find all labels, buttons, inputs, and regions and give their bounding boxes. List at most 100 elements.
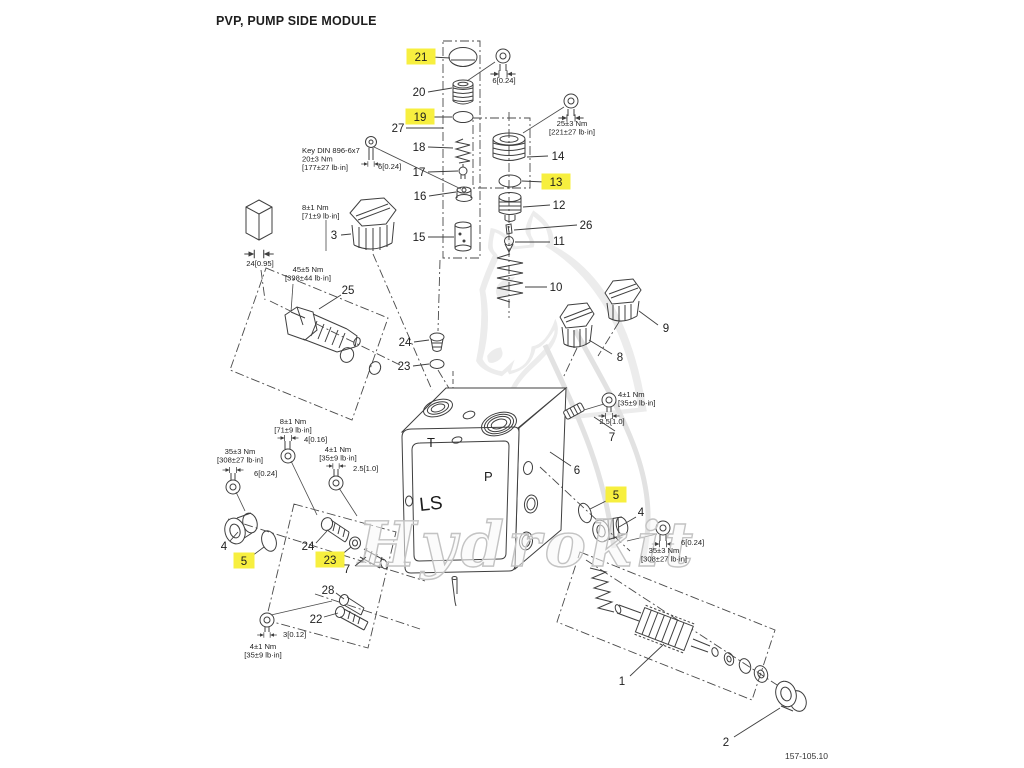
torque-4nm-right-line-2: [35±9 lb·in]	[618, 398, 656, 407]
part-poppet-17	[458, 164, 468, 179]
hex-key	[243, 199, 275, 301]
center-column-assembly	[442, 40, 481, 259]
left-assembly	[222, 434, 426, 649]
part-oring-19	[452, 111, 474, 123]
part-poppet-11	[504, 236, 514, 254]
part-callout-4: 4	[221, 541, 228, 553]
dim-25-right-line-1: 2.5[1.0]	[599, 417, 624, 426]
highlight-13	[541, 173, 571, 190]
torque-8nm-plug3-line-1: 8±1 Nm	[302, 203, 329, 212]
part-cap-2	[775, 680, 807, 712]
torque-8nm-left-line-2: [71±9 lb·in]	[274, 425, 312, 434]
torque-4nm-bottom-line-1: 4±1 Nm	[250, 642, 277, 651]
highlight-19	[405, 108, 435, 125]
part-callout-20: 20	[413, 87, 426, 99]
highlight-5	[233, 552, 255, 569]
mid-screw-24-oring-23	[429, 259, 451, 391]
part-callout-15: 15	[413, 232, 426, 244]
part-cartridge-14	[492, 132, 526, 161]
torque-45nm-line-2: [398±44 lb·in]	[285, 273, 331, 282]
screw-4nm-bottom	[256, 600, 333, 639]
right-plug-assembly	[578, 502, 675, 548]
callout-leader-28	[335, 592, 345, 600]
part-callout-16: 16	[414, 191, 427, 203]
part-callout-7: 7	[344, 564, 350, 576]
callout-leader-3	[340, 233, 352, 236]
screw-top	[466, 48, 517, 82]
callout-leader-5	[589, 499, 609, 510]
part-oring-13	[498, 174, 522, 188]
part-callout-7: 7	[609, 432, 615, 444]
plug-9	[597, 278, 642, 357]
port-label-ls: LS	[418, 493, 443, 516]
highlight-5	[605, 486, 627, 503]
part-needle-below-body	[451, 576, 458, 607]
dim-6024-right-line-1: 6[0.24]	[681, 538, 704, 547]
part-screw-22	[334, 606, 369, 631]
callout-leader-6	[549, 451, 572, 467]
annotations-layer: 2120192718171615141312261110983252423675…	[217, 48, 781, 749]
part-callout-18: 18	[413, 142, 426, 154]
part-oring-23-mid	[429, 359, 445, 369]
part-callout-24: 24	[399, 337, 412, 349]
highlight-23	[315, 551, 345, 568]
screw-8nm-left	[277, 434, 318, 516]
torque-key-din-line-3: [177±27 lb·in]	[302, 163, 348, 172]
part-spring-1	[589, 567, 615, 613]
callout-leader-2	[733, 707, 781, 738]
callout-leader-16	[428, 191, 457, 197]
part-cap-21	[448, 47, 478, 67]
part-callout-14: 14	[552, 151, 565, 163]
part-callout-3: 3	[331, 230, 337, 242]
part-oring-5-right	[578, 502, 592, 524]
torque-25nm-line-1: 25±3 Nm	[557, 119, 588, 128]
part-callout-26: 26	[580, 220, 593, 232]
part-callout-8: 8	[617, 352, 623, 364]
part-callout-23: 23	[398, 361, 411, 373]
callout-leader-20	[427, 87, 453, 93]
part-callout-10: 10	[550, 282, 563, 294]
callout-leader-24	[413, 339, 430, 343]
dim-key-pin-line-1: 6[0.24]	[378, 162, 401, 171]
part-plug-20	[452, 79, 474, 105]
valve-body: T P LS	[400, 371, 568, 607]
callout-leader-18	[427, 146, 454, 149]
screw-35nm-left	[222, 466, 246, 512]
torque-key-din-line-2: 20±3 Nm	[302, 154, 333, 163]
part-plug-4-left	[224, 512, 258, 545]
watermark-text: Hydrokit	[356, 508, 697, 581]
part-callout-5: 5	[613, 490, 619, 502]
part-callout-27: 27	[392, 123, 405, 135]
torque-4nm-bottom-line-2: [35±9 lb·in]	[244, 650, 282, 659]
callout-leader-8	[588, 339, 613, 355]
part-callout-9: 9	[663, 323, 669, 335]
doc-number: 157-105.10	[785, 751, 828, 761]
part-callout-12: 12	[553, 200, 566, 212]
key-pin	[360, 136, 462, 190]
port-label-t: T	[427, 435, 435, 450]
callout-leader-23	[412, 363, 430, 367]
callout-leader-4	[618, 516, 637, 528]
part-spring-18	[454, 138, 472, 164]
part-callout-4: 4	[638, 507, 645, 519]
part-callout-23: 23	[324, 555, 337, 567]
part-callout-24: 24	[302, 541, 315, 553]
part-callout-21: 21	[415, 52, 428, 64]
callout-leader-22	[323, 612, 339, 618]
part-callout-6: 6	[574, 465, 580, 477]
torque-4nm-right-line-1: 4±1 Nm	[618, 390, 645, 399]
torque-8nm-left-line-1: 8±1 Nm	[280, 417, 307, 426]
part-callout-1: 1	[619, 676, 625, 688]
part-plug-3	[325, 197, 433, 391]
torque-8nm-plug3-line-2: [71±9 lb·in]	[302, 211, 340, 220]
part-seat-16	[455, 186, 473, 202]
torque-35nm-left-line-1: 35±3 Nm	[225, 447, 256, 456]
callout-leader-17	[427, 170, 459, 173]
dim-top-screw-line-1: 6[0.24]	[492, 76, 515, 85]
right-column-assembly	[472, 112, 531, 318]
page-title: PVP, PUMP SIDE MODULE	[216, 14, 377, 28]
part-callout-2: 2	[723, 737, 729, 749]
screw-25nm	[522, 93, 585, 134]
